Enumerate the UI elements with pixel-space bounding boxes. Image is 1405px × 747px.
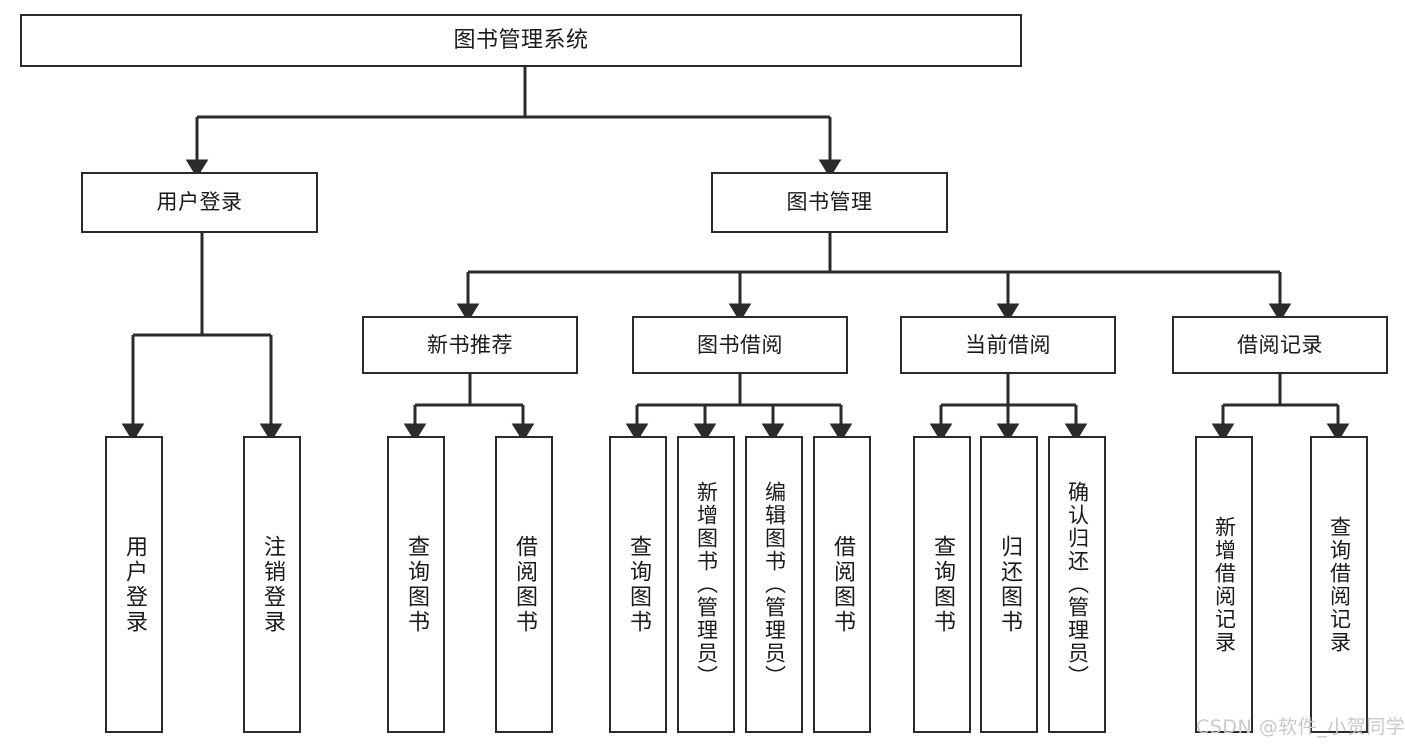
node-root[interactable]: 图书管理系统 bbox=[20, 14, 1022, 67]
leaf-confirm-return[interactable]: 确认归还（管理员） bbox=[1048, 436, 1106, 733]
leaf-query-book-3[interactable]: 查询图书 bbox=[913, 436, 971, 733]
node-book-manage-label: 图书管理 bbox=[786, 190, 873, 215]
leaf-borrow-book-1-label: 借阅图书 bbox=[512, 534, 537, 635]
node-current-borrow[interactable]: 当前借阅 bbox=[900, 316, 1116, 374]
leaf-edit-book[interactable]: 编辑图书（管理员） bbox=[745, 436, 803, 733]
node-root-label: 图书管理系统 bbox=[453, 27, 589, 53]
node-new-book-rec-label: 新书推荐 bbox=[427, 332, 513, 357]
node-borrow-record[interactable]: 借阅记录 bbox=[1172, 316, 1388, 374]
node-book-manage[interactable]: 图书管理 bbox=[711, 172, 948, 233]
node-user-login[interactable]: 用户登录 bbox=[81, 172, 318, 233]
leaf-confirm-return-label: 确认归还（管理员） bbox=[1065, 481, 1090, 688]
leaf-borrow-book-2-label: 借阅图书 bbox=[830, 534, 855, 635]
leaf-query-record[interactable]: 查询借阅记录 bbox=[1310, 436, 1368, 733]
node-borrow-record-label: 借阅记录 bbox=[1237, 332, 1323, 357]
leaf-query-book-2[interactable]: 查询图书 bbox=[609, 436, 667, 733]
leaf-user-login[interactable]: 用户登录 bbox=[105, 436, 163, 733]
leaf-edit-book-label: 编辑图书（管理员） bbox=[762, 481, 787, 688]
leaf-user-login-label: 用户登录 bbox=[122, 534, 147, 635]
leaf-borrow-book-2[interactable]: 借阅图书 bbox=[813, 436, 871, 733]
leaf-logout[interactable]: 注销登录 bbox=[243, 436, 301, 733]
node-new-book-rec[interactable]: 新书推荐 bbox=[362, 316, 578, 374]
leaf-add-record-label: 新增借阅记录 bbox=[1212, 515, 1237, 654]
leaf-query-book-1[interactable]: 查询图书 bbox=[387, 436, 445, 733]
leaf-logout-label: 注销登录 bbox=[260, 534, 285, 635]
node-book-borrow[interactable]: 图书借阅 bbox=[632, 316, 848, 374]
leaf-borrow-book-1[interactable]: 借阅图书 bbox=[495, 436, 553, 733]
node-current-borrow-label: 当前借阅 bbox=[965, 332, 1051, 357]
leaf-query-book-1-label: 查询图书 bbox=[404, 534, 429, 635]
leaf-query-book-3-label: 查询图书 bbox=[930, 534, 955, 635]
leaf-add-book[interactable]: 新增图书（管理员） bbox=[677, 436, 735, 733]
leaf-add-record[interactable]: 新增借阅记录 bbox=[1195, 436, 1253, 733]
node-book-borrow-label: 图书借阅 bbox=[697, 332, 783, 357]
node-user-login-label: 用户登录 bbox=[156, 190, 243, 215]
leaf-add-book-label: 新增图书（管理员） bbox=[694, 481, 719, 688]
leaf-return-book-label: 归还图书 bbox=[997, 534, 1022, 635]
csdn-watermark-text: CSDN @软件_小贺同学 bbox=[1196, 716, 1405, 738]
csdn-watermark: CSDN @软件_小贺同学 bbox=[1196, 712, 1405, 739]
leaf-query-book-2-label: 查询图书 bbox=[626, 534, 651, 635]
leaf-query-record-label: 查询借阅记录 bbox=[1327, 515, 1352, 654]
leaf-return-book[interactable]: 归还图书 bbox=[980, 436, 1038, 733]
